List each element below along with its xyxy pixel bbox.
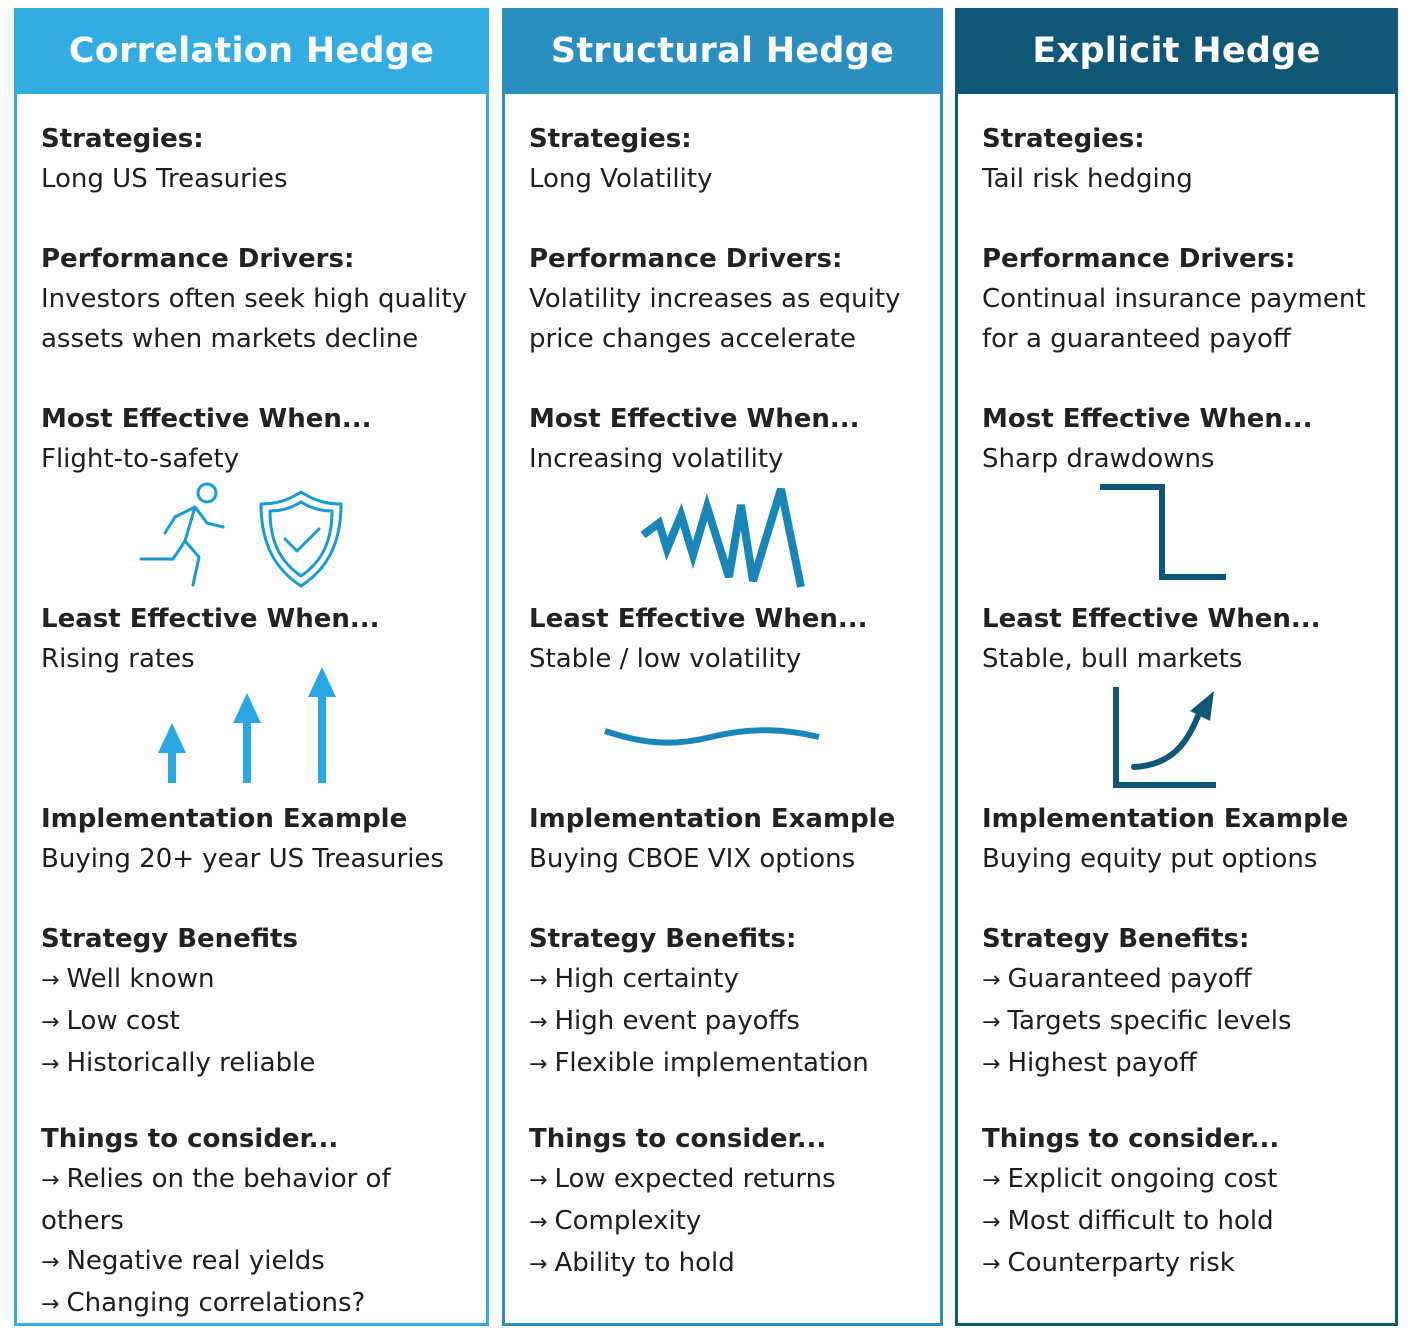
- drivers-line: Volatility increases as equity: [529, 284, 901, 314]
- implementation-section: Implementation Example Buying CBOE VIX o…: [529, 799, 934, 879]
- consideration-item: Ability to hold: [529, 1243, 934, 1285]
- benefit-item: Well known: [41, 959, 480, 1001]
- drivers-section: Performance Drivers: Investors often see…: [41, 239, 480, 359]
- most-effective-section: Most Effective When... Sharp drawdowns: [982, 399, 1389, 479]
- most-effective-value: Sharp drawdowns: [982, 444, 1215, 474]
- rising-arrows-icon: [158, 667, 336, 783]
- column-header: Correlation Hedge: [14, 8, 489, 94]
- gentle-wave-icon: [604, 727, 820, 746]
- strategies-section: Strategies: Long Volatility: [529, 119, 934, 199]
- benefits-section: Strategy Benefits Well known Low cost Hi…: [41, 919, 480, 1085]
- implementation-label: Implementation Example: [41, 804, 408, 834]
- consideration-item: Relies on the behavior of others: [41, 1159, 480, 1241]
- least-effective-section: Least Effective When... Stable, bull mar…: [982, 599, 1389, 679]
- benefit-item: Targets specific levels: [982, 1001, 1389, 1043]
- drivers-line: Investors often seek high quality: [41, 284, 467, 314]
- benefit-item: Highest payoff: [982, 1043, 1389, 1085]
- implementation-value: Buying CBOE VIX options: [529, 844, 856, 874]
- consideration-item: Most difficult to hold: [982, 1201, 1389, 1243]
- considerations-section: Things to consider... Relies on the beha…: [41, 1119, 480, 1325]
- benefits-label: Strategy Benefits: [41, 924, 298, 954]
- zigzag-volatility-icon: [640, 487, 805, 588]
- benefit-item: High event payoffs: [529, 1001, 934, 1043]
- implementation-value: Buying 20+ year US Treasuries: [41, 844, 444, 874]
- strategies-value: Long Volatility: [529, 164, 713, 194]
- drivers-label: Performance Drivers:: [41, 244, 355, 274]
- explicit-hedge-column: Explicit Hedge Strategies: Tail risk hed…: [955, 8, 1398, 1326]
- least-effective-value: Stable / low volatility: [529, 644, 802, 674]
- most-effective-section: Most Effective When... Increasing volati…: [529, 399, 934, 479]
- benefit-item: Flexible implementation: [529, 1043, 934, 1085]
- benefits-section: Strategy Benefits: Guaranteed payoff Tar…: [982, 919, 1389, 1085]
- running-person-icon: [139, 482, 225, 587]
- benefits-label: Strategy Benefits:: [529, 924, 797, 954]
- benefits-section: Strategy Benefits: High certainty High e…: [529, 919, 934, 1085]
- drivers-line: price changes accelerate: [529, 324, 857, 354]
- implementation-value: Buying equity put options: [982, 844, 1318, 874]
- benefit-item: High certainty: [529, 959, 934, 1001]
- most-effective-value: Increasing volatility: [529, 444, 784, 474]
- drivers-section: Performance Drivers: Continual insurance…: [982, 239, 1389, 359]
- drivers-label: Performance Drivers:: [982, 244, 1296, 274]
- implementation-section: Implementation Example Buying equity put…: [982, 799, 1389, 879]
- considerations-label: Things to consider...: [529, 1124, 827, 1154]
- shield-check-icon: [259, 490, 343, 588]
- most-effective-label: Most Effective When...: [529, 404, 860, 434]
- least-effective-value: Rising rates: [41, 644, 195, 674]
- structural-hedge-column: Structural Hedge Strategies: Long Volati…: [502, 8, 943, 1326]
- considerations-label: Things to consider...: [41, 1124, 339, 1154]
- most-effective-section: Most Effective When... Flight-to-safety: [41, 399, 480, 479]
- considerations-section: Things to consider... Low expected retur…: [529, 1119, 934, 1285]
- most-effective-value: Flight-to-safety: [41, 444, 240, 474]
- drivers-label: Performance Drivers:: [529, 244, 843, 274]
- least-effective-section: Least Effective When... Rising rates: [41, 599, 480, 679]
- strategies-label: Strategies:: [529, 124, 692, 154]
- step-drop-icon: [1100, 484, 1226, 580]
- most-effective-label: Most Effective When...: [982, 404, 1313, 434]
- most-effective-label: Most Effective When...: [41, 404, 372, 434]
- least-effective-label: Least Effective When...: [529, 604, 868, 634]
- least-effective-label: Least Effective When...: [982, 604, 1321, 634]
- implementation-label: Implementation Example: [982, 804, 1349, 834]
- least-effective-section: Least Effective When... Stable / low vol…: [529, 599, 934, 679]
- column-header: Structural Hedge: [502, 8, 943, 94]
- benefit-item: Low cost: [41, 1001, 480, 1043]
- drivers-line: for a guaranteed payoff: [982, 324, 1291, 354]
- consideration-item: Complexity: [529, 1201, 934, 1243]
- benefit-item: Historically reliable: [41, 1043, 480, 1085]
- consideration-item: Explicit ongoing cost: [982, 1159, 1389, 1201]
- strategies-value: Long US Treasuries: [41, 164, 288, 194]
- drivers-line: assets when markets decline: [41, 324, 419, 354]
- strategies-label: Strategies:: [982, 124, 1145, 154]
- drivers-line: Continual insurance payment: [982, 284, 1366, 314]
- consideration-item: Changing correlations?: [41, 1283, 480, 1325]
- considerations-section: Things to consider... Explicit ongoing c…: [982, 1119, 1389, 1285]
- consideration-item: Counterparty risk: [982, 1243, 1389, 1285]
- rising-curve-icon: [1113, 687, 1216, 788]
- considerations-label: Things to consider...: [982, 1124, 1280, 1154]
- consideration-item: Low expected returns: [529, 1159, 934, 1201]
- consideration-item: Negative real yields: [41, 1241, 480, 1283]
- least-effective-label: Least Effective When...: [41, 604, 380, 634]
- correlation-hedge-column: Correlation Hedge Strategies: Long US Tr…: [14, 8, 489, 1326]
- implementation-label: Implementation Example: [529, 804, 896, 834]
- least-effective-value: Stable, bull markets: [982, 644, 1243, 674]
- strategies-section: Strategies: Tail risk hedging: [982, 119, 1389, 199]
- implementation-section: Implementation Example Buying 20+ year U…: [41, 799, 480, 879]
- benefit-item: Guaranteed payoff: [982, 959, 1389, 1001]
- column-header: Explicit Hedge: [955, 8, 1398, 94]
- drivers-section: Performance Drivers: Volatility increase…: [529, 239, 934, 359]
- strategies-section: Strategies: Long US Treasuries: [41, 119, 480, 199]
- benefits-label: Strategy Benefits:: [982, 924, 1250, 954]
- strategies-value: Tail risk hedging: [982, 164, 1193, 194]
- strategies-label: Strategies:: [41, 124, 204, 154]
